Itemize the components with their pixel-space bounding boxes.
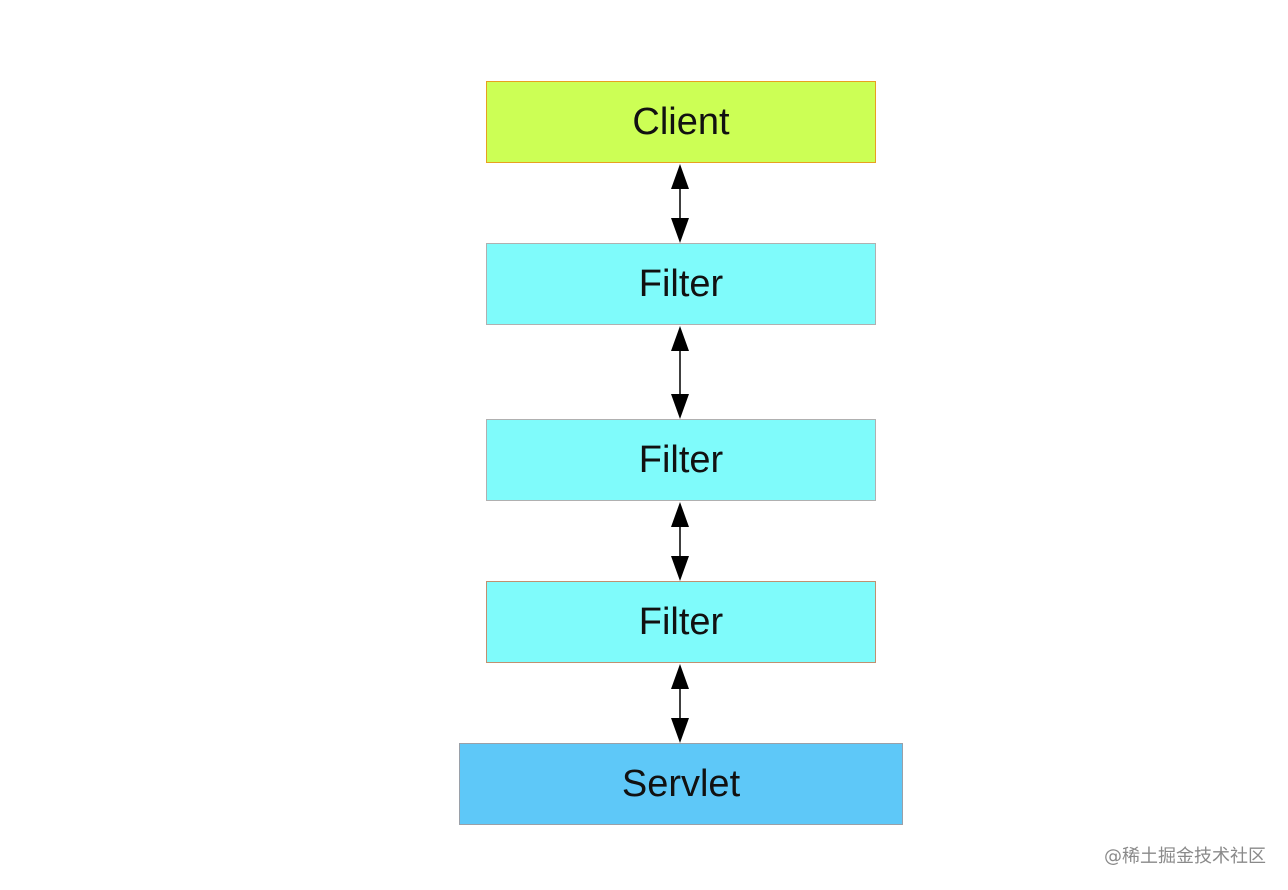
filter-box-2: Filter	[486, 419, 876, 501]
filter-box-3: Filter	[486, 581, 876, 663]
servlet-box: Servlet	[459, 743, 903, 825]
arrow-filter-1-filter-2	[671, 326, 689, 419]
client-box: Client	[486, 81, 876, 163]
filter-label-2: Filter	[638, 438, 724, 481]
arrow-client-filter-1	[671, 164, 689, 243]
arrow-filter-3-servlet	[671, 664, 689, 743]
filter-box-1: Filter	[486, 243, 876, 325]
arrow-filter-2-filter-3	[671, 502, 689, 581]
servlet-label: Servlet	[621, 762, 741, 805]
client-label: Client	[632, 100, 730, 143]
watermark-text: @稀土掘金技术社区	[1104, 846, 1266, 867]
filter-label-1: Filter	[638, 262, 724, 305]
filter-label-3: Filter	[638, 600, 724, 643]
